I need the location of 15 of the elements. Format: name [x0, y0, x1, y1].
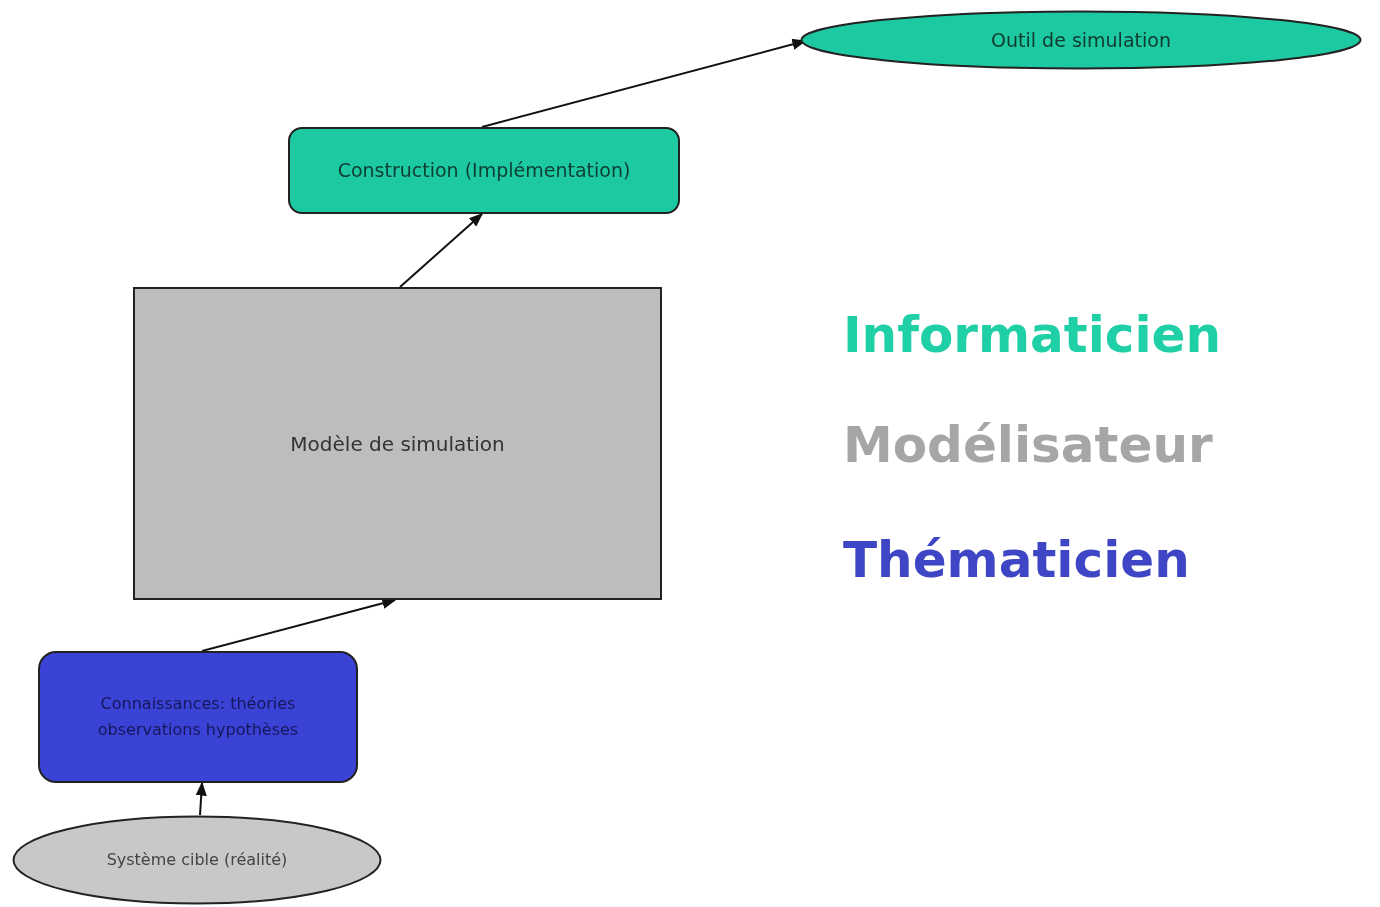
construction-box [288, 127, 680, 214]
tool-ellipse [800, 10, 1362, 70]
arrow [195, 781, 207, 816]
role-label: Informaticien [843, 305, 1222, 365]
node-text: Construction (Implémentation) [337, 158, 631, 184]
arrow [399, 213, 484, 288]
node-text: Système cible (réalité) [106, 849, 288, 871]
node-text: Modèle de simulation [290, 430, 505, 458]
node-text: Connaissances: théories observations hypothèses [96, 693, 300, 741]
model-box [133, 287, 662, 600]
role-label: Thématicien [843, 530, 1190, 590]
knowledge-box [38, 651, 358, 783]
node-text: Outil de simulation [991, 27, 1171, 53]
target-system-ellipse [12, 815, 382, 905]
role-label: Modélisateur [843, 415, 1213, 475]
